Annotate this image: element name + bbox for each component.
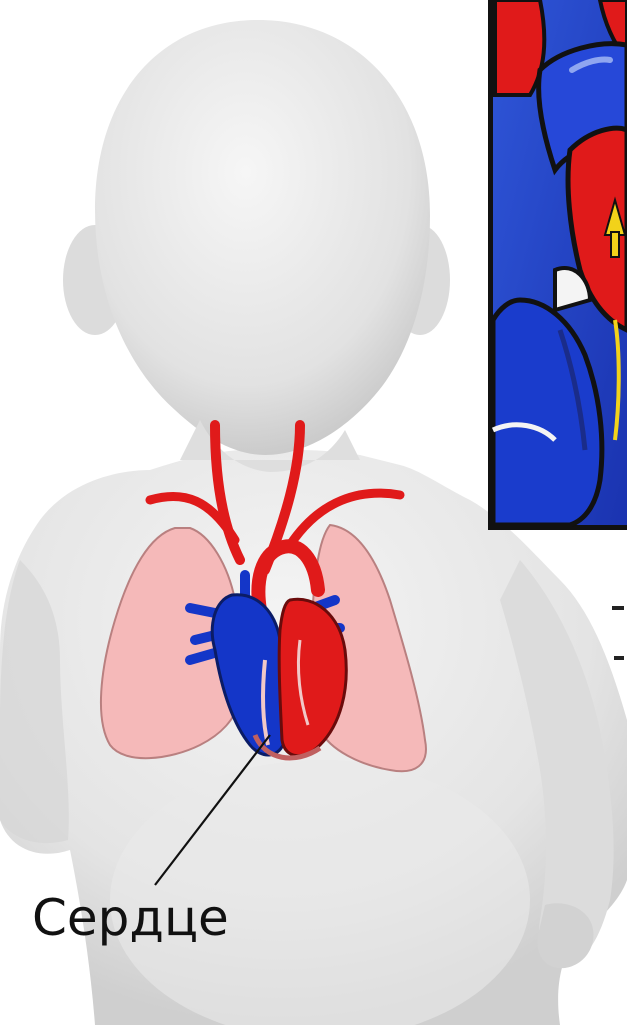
inset-heart-closeup	[488, 0, 627, 530]
cropped-text-marks	[612, 606, 624, 660]
heart-label: Сердце	[32, 888, 229, 948]
infant-head	[63, 20, 450, 472]
